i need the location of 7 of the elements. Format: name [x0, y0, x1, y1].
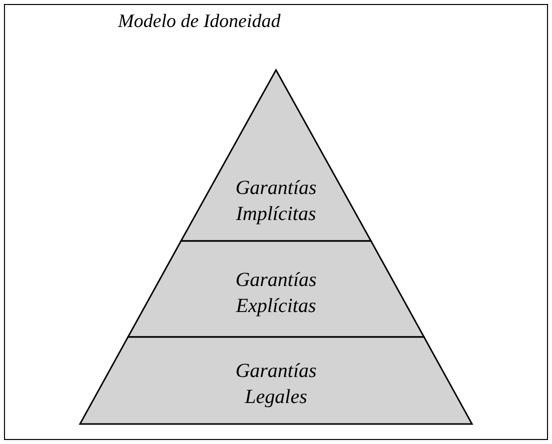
pyramid-level — [80, 337, 472, 424]
level-label: Garantías Implícitas — [234, 176, 318, 227]
pyramid-level — [181, 70, 371, 241]
title: Modelo de Idoneidad — [118, 10, 281, 34]
pyramid-level — [128, 241, 424, 337]
level-label: Garantías Explícitas — [234, 268, 318, 319]
level-label: Garantías Legales — [234, 359, 318, 410]
